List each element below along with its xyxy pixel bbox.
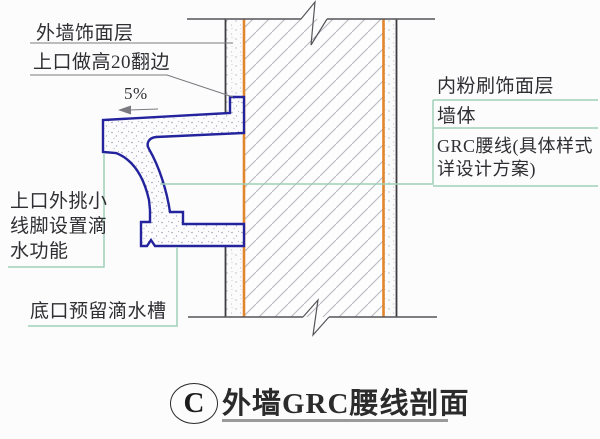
detail-reference-bubble: C bbox=[170, 383, 218, 424]
grc-molding-shell bbox=[101, 95, 246, 248]
label-drip-molding: 上口外挑小 线脚设置滴 水功能 bbox=[10, 189, 112, 264]
label-slope-percent: 5% bbox=[124, 84, 148, 103]
top-break-mark bbox=[300, 0, 328, 46]
grc-molding-profile bbox=[101, 95, 246, 248]
label-drip-molding-line3: 水功能 bbox=[10, 241, 69, 262]
exterior-finish-band-bottom bbox=[226, 247, 243, 317]
title-underline bbox=[222, 419, 448, 422]
bond-layer-lines bbox=[242, 19, 385, 317]
label-bottom-drip-groove: 底口预留滴水槽 bbox=[30, 301, 167, 322]
label-drip-molding-line2: 线脚设置滴 bbox=[10, 216, 108, 237]
wall-face-edges bbox=[224, 19, 398, 317]
label-interior-plaster: 内粉刷饰面层 bbox=[437, 76, 555, 97]
leader-drip-molding bbox=[8, 153, 105, 268]
interior-plaster-band bbox=[384, 19, 397, 317]
label-top-edge-flange: 上口做高20翻边 bbox=[33, 52, 171, 73]
cut-lines bbox=[187, 0, 437, 337]
label-wall-body: 墙体 bbox=[437, 106, 477, 127]
leader-top-flange bbox=[30, 74, 234, 98]
wall-core-hatch bbox=[245, 19, 383, 317]
teal-leader-lines bbox=[8, 99, 598, 327]
drawing-title: 外墙GRC腰线剖面 bbox=[222, 388, 470, 420]
finish-layer-bands bbox=[226, 19, 397, 317]
leader-drip-groove bbox=[28, 247, 178, 327]
slope-arrow-head bbox=[118, 105, 131, 115]
label-grc-waistline-line1: GRC腰线(具体样式 bbox=[437, 136, 594, 156]
label-drip-molding-line1: 上口外挑小 bbox=[10, 191, 108, 212]
label-exterior-finish: 外墙饰面层 bbox=[36, 23, 134, 44]
gray-leader-lines bbox=[30, 42, 234, 111]
label-grc-waistline-line2: 详设计方案) bbox=[437, 159, 536, 179]
slope-arrow-line bbox=[128, 108, 159, 111]
bottom-break-mark bbox=[302, 298, 330, 337]
